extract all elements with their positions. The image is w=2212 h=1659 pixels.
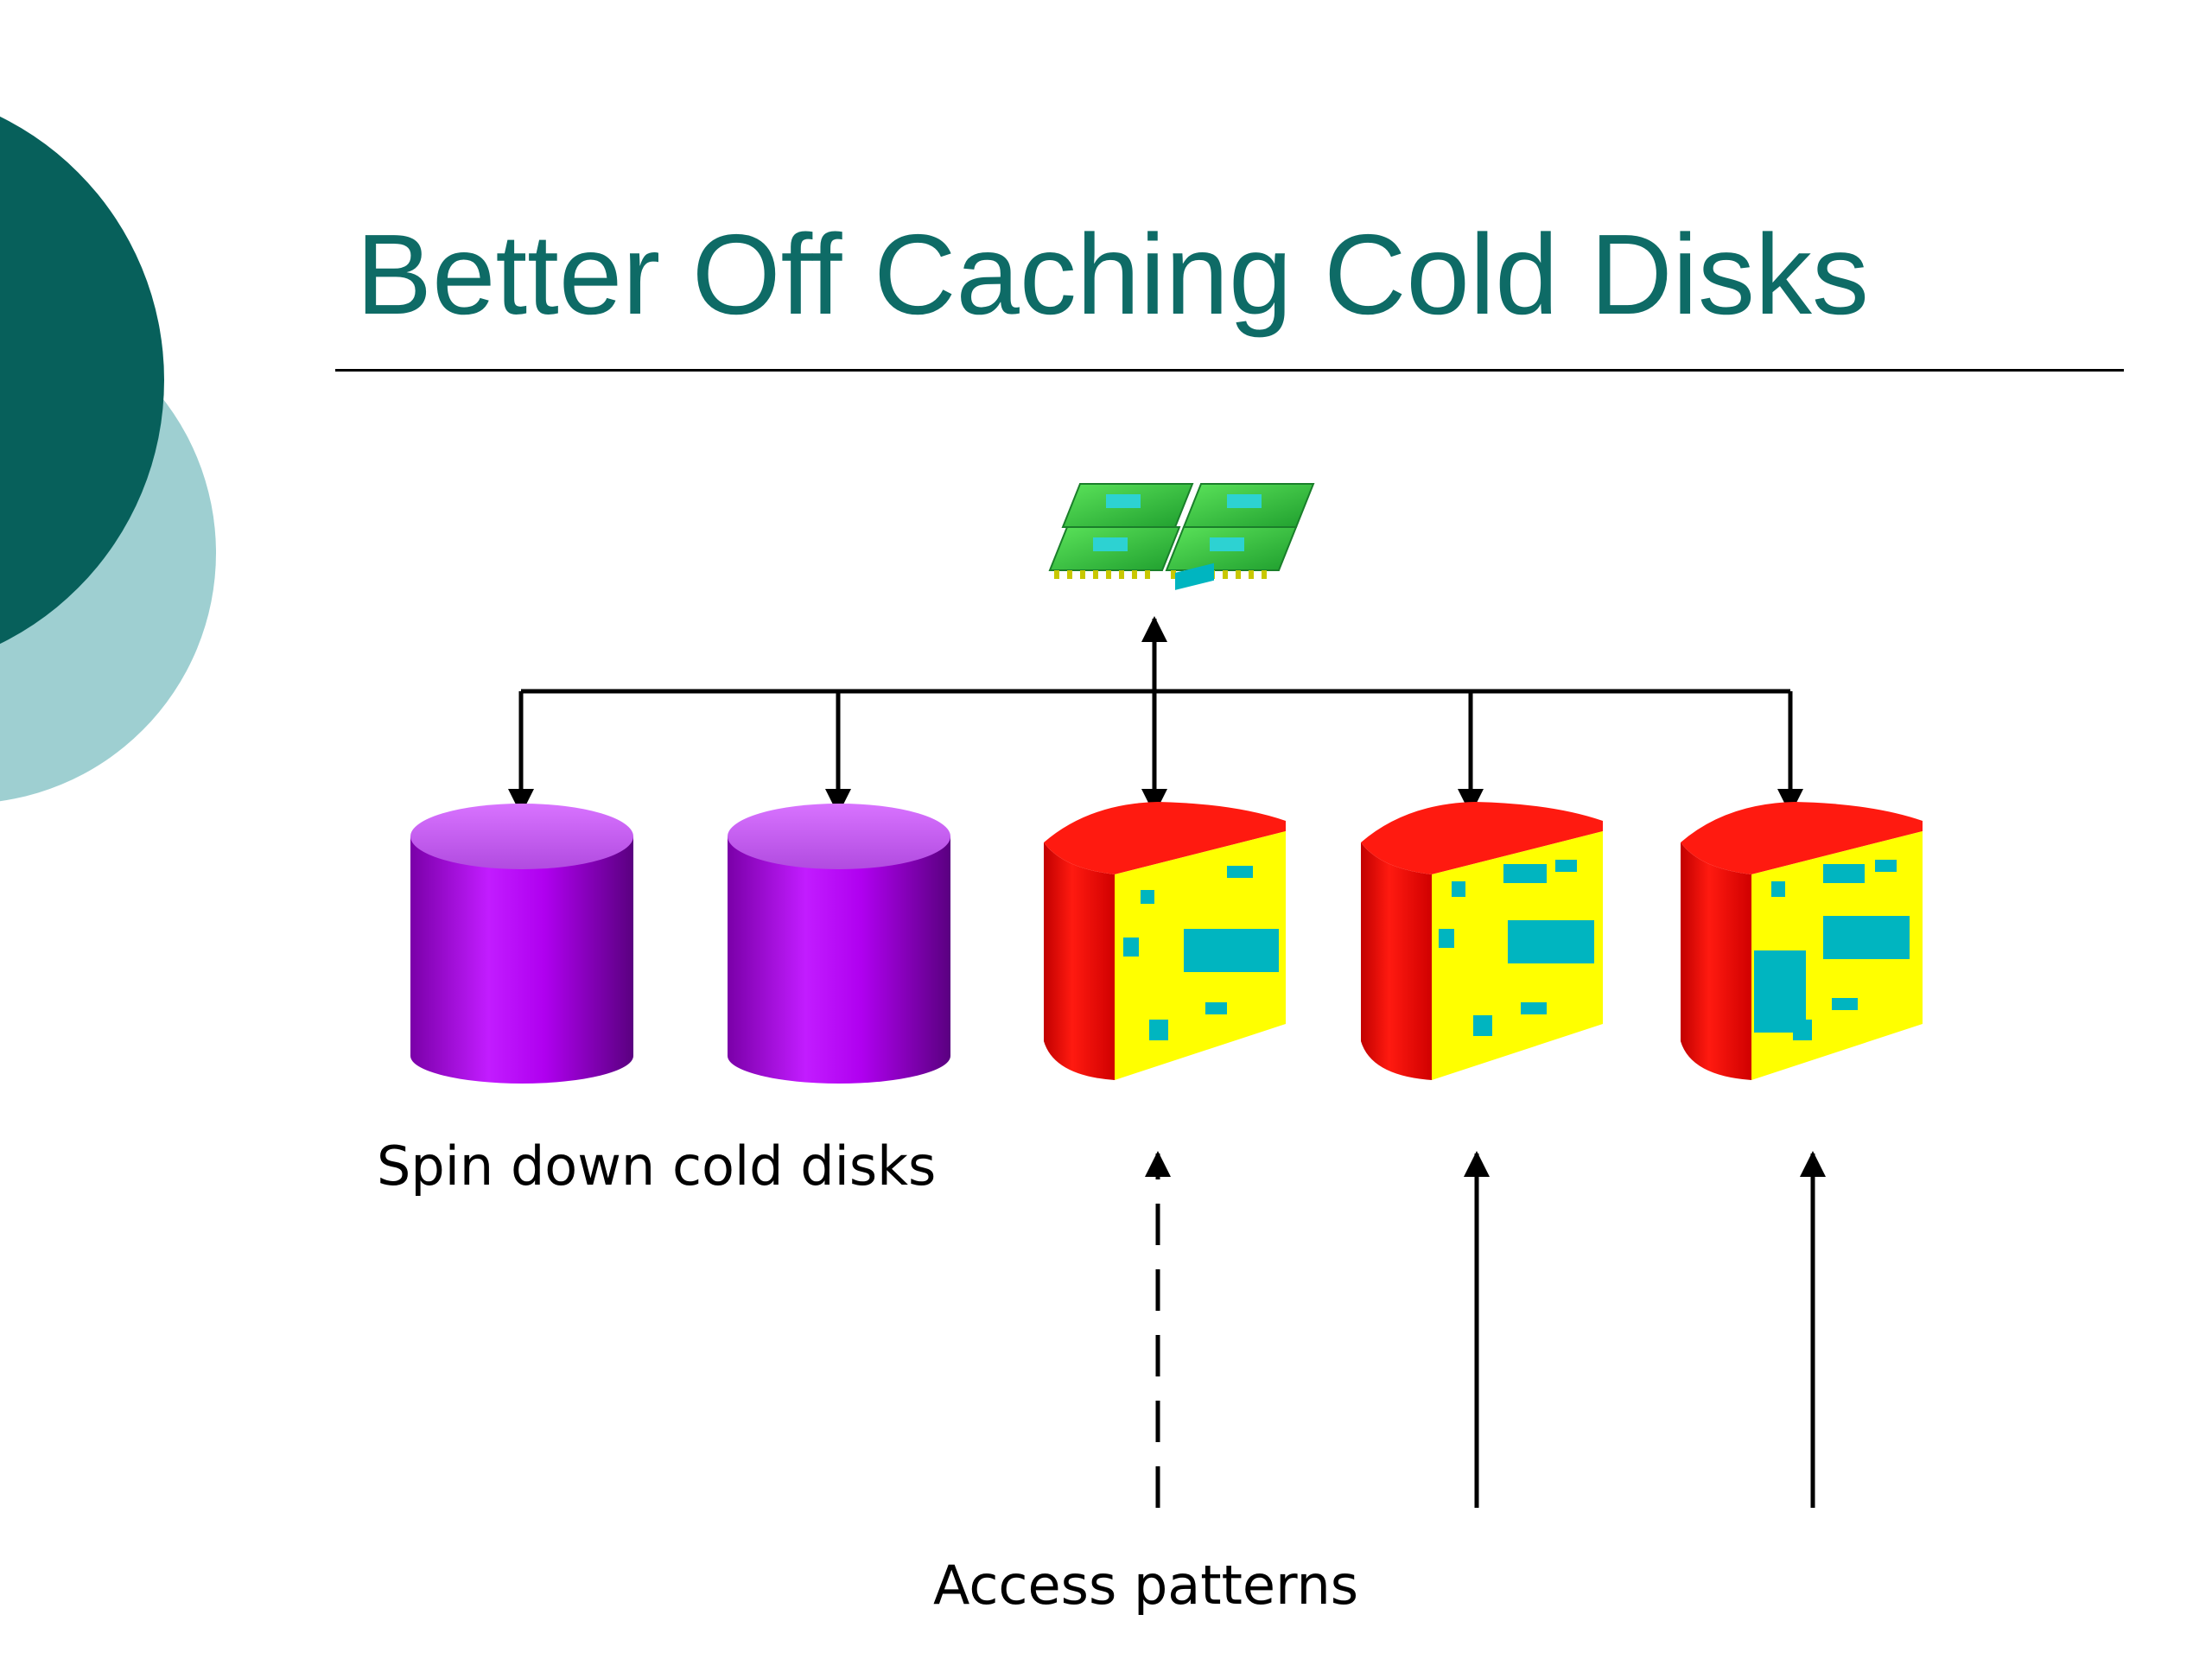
hot-disk-2 bbox=[1361, 802, 1603, 1080]
bus-connector bbox=[508, 616, 1803, 815]
caption-access-patterns: Access patterns bbox=[933, 1554, 1359, 1617]
caption-cold-disks: Spin down cold disks bbox=[377, 1135, 937, 1198]
cold-disk-1 bbox=[410, 804, 633, 1084]
decor-circle-dark bbox=[0, 116, 164, 645]
hot-disk-1 bbox=[1044, 563, 1286, 1080]
memory-module-icon bbox=[1048, 483, 1315, 579]
hot-disk-3 bbox=[1681, 802, 1923, 1080]
cold-disk-2 bbox=[728, 804, 950, 1084]
access-patterns bbox=[1145, 1151, 1826, 1508]
title-rule bbox=[335, 369, 2124, 372]
slide-title: Better Off Caching Cold Disks bbox=[356, 211, 1869, 338]
